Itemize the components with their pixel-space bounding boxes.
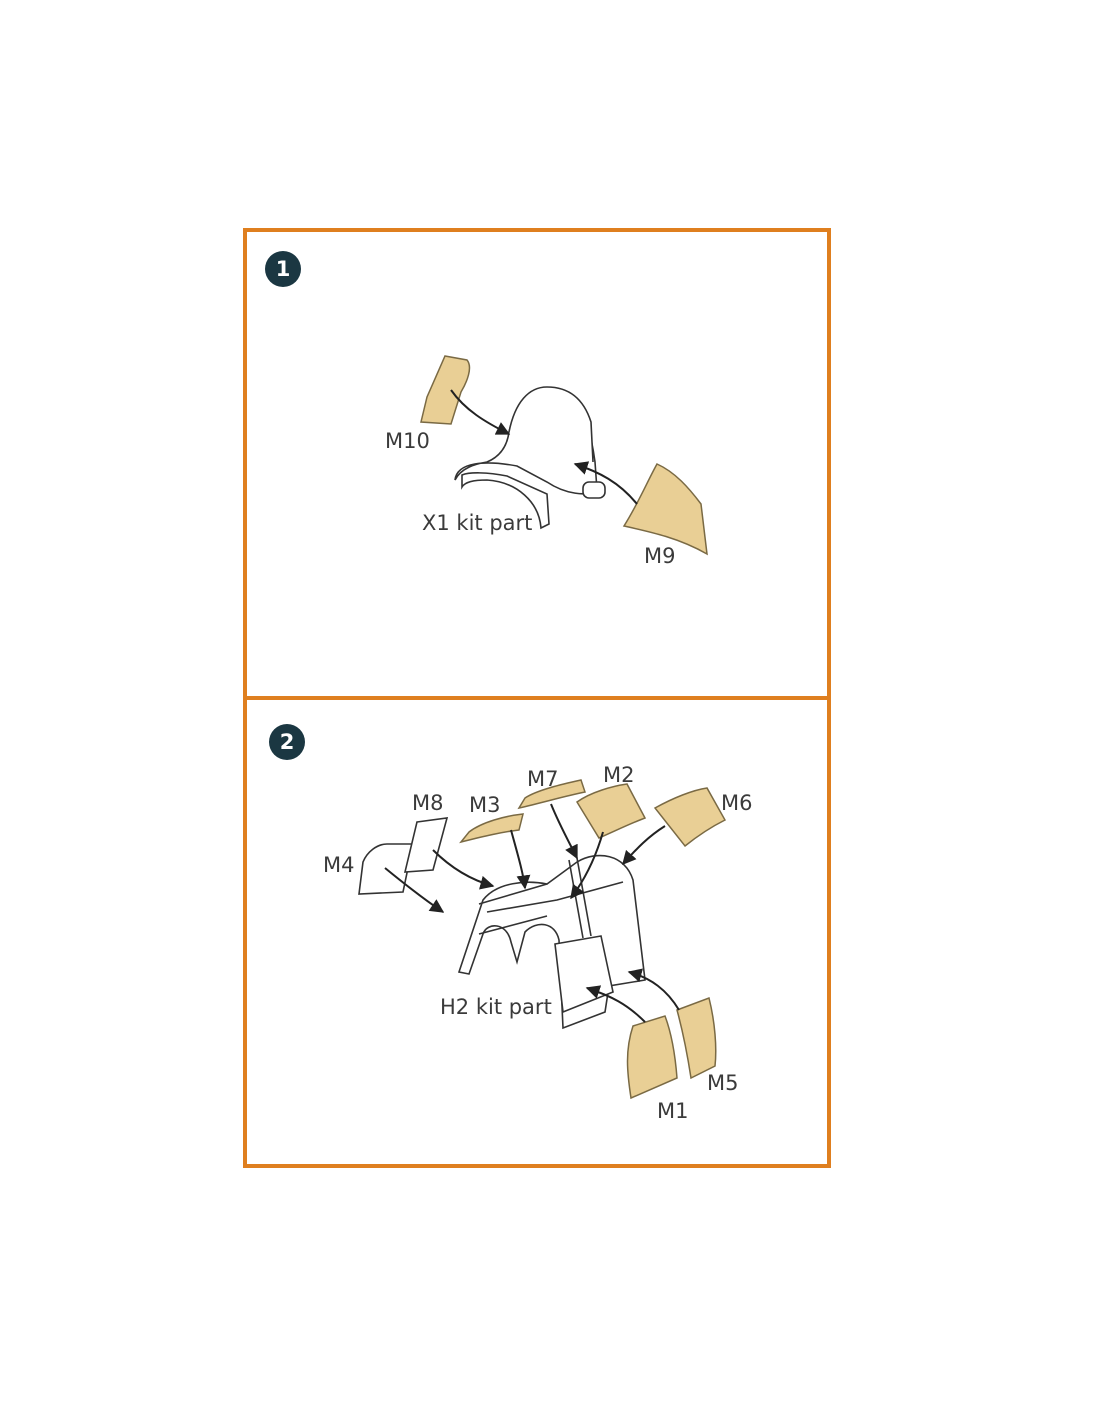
- mask-m3: [459, 813, 524, 844]
- assembly-diagram: M10 M9 X1 kit part M4 M8: [323, 355, 752, 1123]
- arrow-m9: [573, 461, 638, 505]
- mask-m2: [575, 783, 647, 839]
- instruction-frame: 1 2 M10 M9 X1 kit part: [243, 228, 831, 1168]
- mask-m6: [653, 787, 727, 848]
- h2-kit-part-shape: [457, 854, 646, 1030]
- step-2-badge: 2: [269, 724, 305, 760]
- arrow-m5: [627, 968, 680, 1011]
- mask-m5: [676, 997, 717, 1080]
- step-1-diagram: M10 M9 X1 kit part: [385, 355, 708, 568]
- label-m1: M1: [657, 1099, 688, 1123]
- step-2-diagram: M4 M8 M3 M7 M2 M6 M1 M5: [323, 763, 752, 1123]
- label-m8: M8: [412, 791, 443, 815]
- mask-m1: [626, 1015, 678, 1100]
- step-divider: [247, 696, 827, 700]
- arrow-m2: [570, 831, 604, 900]
- label-m4: M4: [323, 853, 354, 877]
- arrow-m10: [450, 389, 511, 435]
- label-m3: M3: [469, 793, 500, 817]
- mask-m9: [622, 463, 708, 556]
- mask-m8: [403, 817, 449, 873]
- label-m5: M5: [707, 1071, 738, 1095]
- arrow-m7: [550, 803, 578, 860]
- label-m6: M6: [721, 791, 752, 815]
- arrow-m3: [510, 829, 531, 890]
- arrow-m1: [585, 985, 646, 1023]
- arrow-m6: [622, 825, 666, 866]
- x1-kit-part-shape: [454, 386, 606, 530]
- step-1-badge: 1: [265, 251, 301, 287]
- label-m7: M7: [527, 767, 558, 791]
- label-m2: M2: [603, 763, 634, 787]
- mask-m10: [420, 355, 471, 425]
- label-m10: M10: [385, 429, 430, 453]
- label-h2-kit-part: H2 kit part: [440, 995, 552, 1019]
- arrow-m4: [384, 867, 445, 913]
- label-x1-kit-part: X1 kit part: [422, 511, 532, 535]
- mask-m7: [517, 779, 586, 810]
- label-m9: M9: [644, 544, 675, 568]
- arrow-m8: [432, 849, 495, 890]
